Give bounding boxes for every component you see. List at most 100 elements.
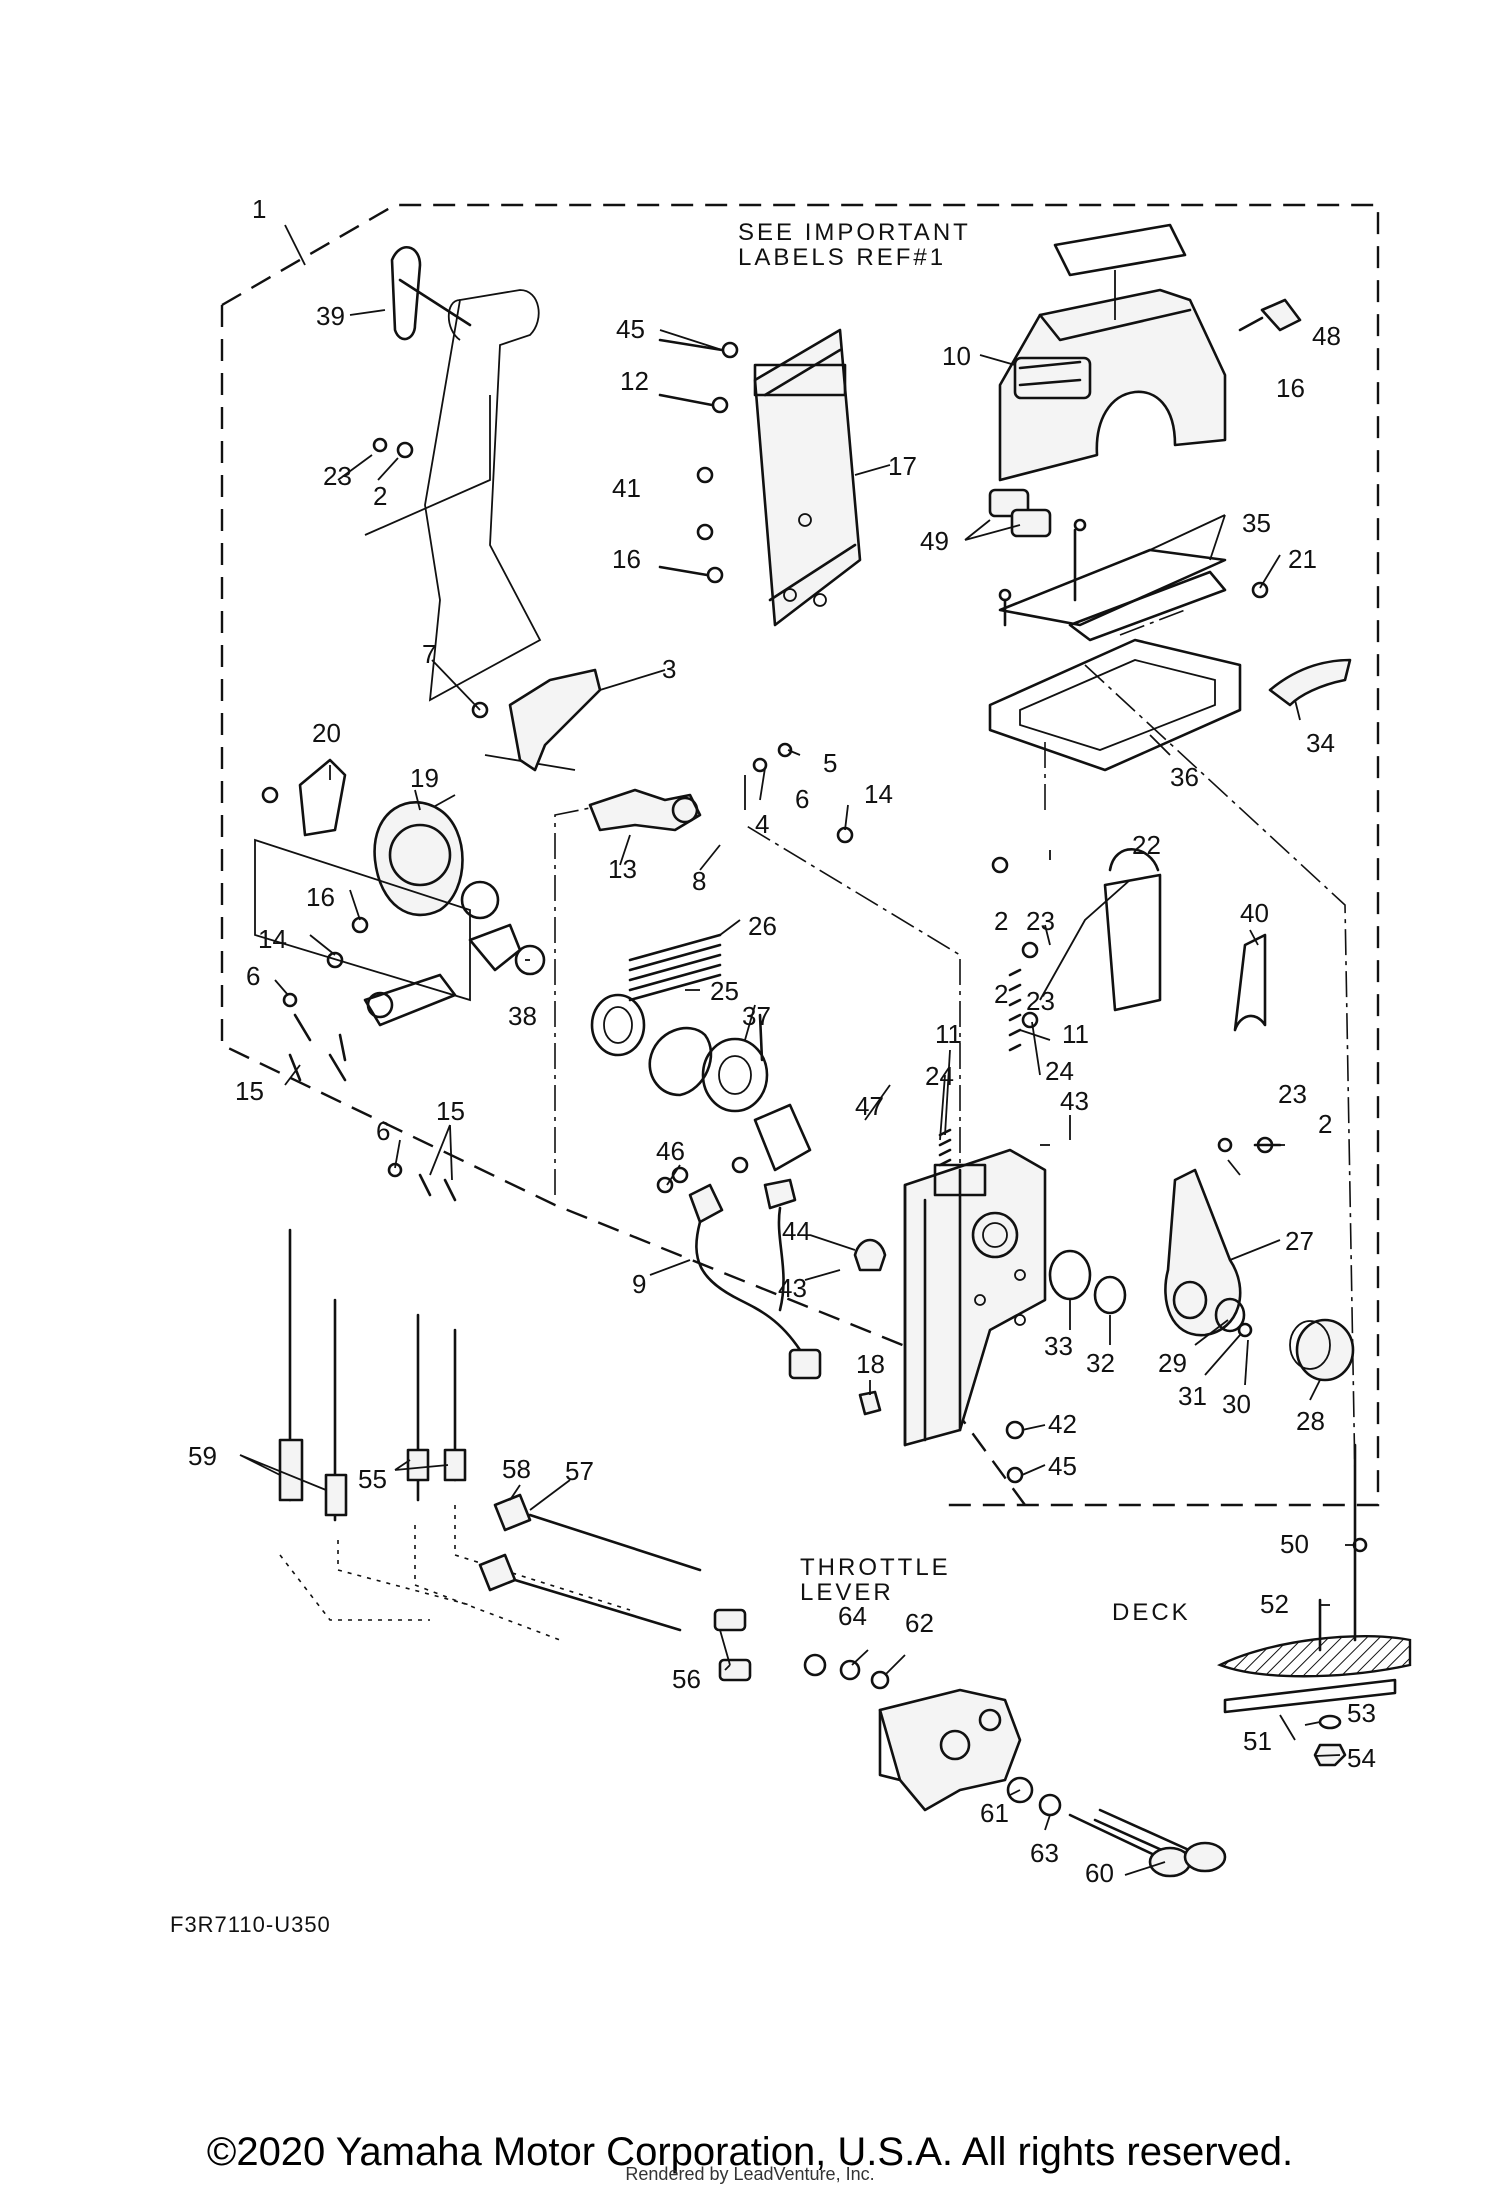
friction-plates: [628, 933, 722, 1002]
callout-21: 21: [1288, 544, 1317, 574]
callout-5: 5: [823, 748, 837, 778]
screws: [261, 338, 1368, 1553]
callout-16-right: 16: [1276, 373, 1305, 403]
callout-32: 32: [1086, 1348, 1115, 1378]
callout-10: 10: [942, 341, 971, 371]
callout-37: 37: [742, 1001, 771, 1031]
callout-34: 34: [1306, 728, 1335, 758]
assembly-boundary: [220, 203, 1380, 1507]
copyright-notice: ©2020 Yamaha Motor Corporation, U.S.A. A…: [206, 2130, 1294, 2174]
label-deck: DECK: [1112, 1599, 1191, 1626]
callout-51: 51: [1243, 1726, 1272, 1756]
lever-handle-outline: [390, 246, 542, 702]
callout-39: 39: [316, 301, 345, 331]
label-see-important: SEE IMPORTANT: [738, 219, 971, 246]
callout-45: 45: [616, 314, 645, 344]
callout-6-mid: 6: [795, 784, 809, 814]
shift-cam: [508, 668, 602, 772]
callout-28: 28: [1296, 1406, 1325, 1436]
callout-49: 49: [920, 526, 949, 556]
callout-45-low: 45: [1048, 1451, 1077, 1481]
callout-16-left: 16: [306, 882, 335, 912]
callout-20: 20: [312, 718, 341, 748]
callout-15-left: 15: [235, 1076, 264, 1106]
callout-11-right: 11: [1062, 1019, 1089, 1049]
callout-2: 2: [373, 481, 387, 511]
label-throttle: THROTTLE: [800, 1554, 951, 1581]
callout-30: 30: [1222, 1389, 1251, 1419]
callout-41: 41: [612, 473, 641, 503]
callout-52: 52: [1260, 1589, 1289, 1619]
throttle-lever-arm: [1103, 848, 1267, 1337]
callout-29: 29: [1158, 1348, 1187, 1378]
callout-9: 9: [632, 1269, 646, 1299]
callout-53: 53: [1347, 1698, 1376, 1728]
callout-60: 60: [1085, 1858, 1114, 1888]
callout-56: 56: [672, 1664, 701, 1694]
cables: [278, 1228, 467, 1522]
callout-50: 50: [1280, 1529, 1309, 1559]
callout-42: 42: [1048, 1409, 1077, 1439]
callout-43-low: 43: [778, 1273, 807, 1303]
callout-59: 59: [188, 1441, 217, 1471]
callout-62: 62: [905, 1608, 934, 1638]
callout-27: 27: [1285, 1226, 1314, 1256]
callout-7: 7: [422, 639, 436, 669]
callout-2-r1: 2: [994, 906, 1008, 936]
callout-47: 47: [855, 1091, 884, 1121]
bracket-plate: [254, 838, 471, 1202]
callout-54: 54: [1347, 1743, 1376, 1773]
callout-43-top: 43: [1060, 1086, 1089, 1116]
label-decal: [1053, 223, 1187, 277]
part-number-callouts: 1 39 23 2 45 12 41 16 17 10 48 16 49 35 …: [188, 194, 1376, 1888]
callout-40: 40: [1240, 898, 1269, 928]
side-plate: [753, 328, 862, 627]
neutral-switch-harness: [688, 1178, 822, 1380]
callout-11-mid: 11: [935, 1019, 962, 1049]
callout-36: 36: [1170, 762, 1199, 792]
callout-12: 12: [620, 366, 649, 396]
callout-63: 63: [1030, 1838, 1059, 1868]
slider-rails: [998, 518, 1227, 642]
callout-3: 3: [662, 654, 676, 684]
callout-24-right: 24: [1045, 1056, 1074, 1086]
throttle-lever-mechanism: [803, 1653, 1227, 1878]
callout-19: 19: [410, 763, 439, 793]
diagram-reference-code: F3R7110-U350: [170, 1912, 331, 1937]
callout-61: 61: [980, 1798, 1009, 1828]
callout-31: 31: [1178, 1381, 1207, 1411]
callout-6-left: 6: [246, 961, 260, 991]
deck-section: [1216, 1443, 1412, 1767]
callout-58: 58: [502, 1454, 531, 1484]
callout-8: 8: [692, 866, 706, 896]
callout-4: 4: [755, 809, 769, 839]
callout-18: 18: [856, 1349, 885, 1379]
callout-14-mid: 14: [864, 779, 893, 809]
callout-48: 48: [1312, 321, 1341, 351]
callout-57: 57: [565, 1456, 594, 1486]
callout-6-low: 6: [376, 1116, 390, 1146]
callout-22: 22: [1132, 830, 1161, 860]
callout-64: 64: [838, 1601, 867, 1631]
callout-16-top: 16: [612, 544, 641, 574]
springs: [938, 968, 1022, 1167]
clip-part: [1268, 658, 1352, 707]
callout-17: 17: [888, 451, 917, 481]
callout-23-r3: 23: [1278, 1079, 1307, 1109]
rendered-by-notice: Rendered by LeadVenture, Inc.: [625, 2164, 875, 2184]
callout-46: 46: [656, 1136, 685, 1166]
callout-1: 1: [252, 194, 266, 224]
callout-44: 44: [782, 1216, 811, 1246]
callout-24-mid: 24: [925, 1061, 954, 1091]
callout-2-r3: 2: [1318, 1109, 1332, 1139]
top-cover: [998, 288, 1227, 482]
callout-15-low: 15: [436, 1096, 465, 1126]
callout-2-r2: 2: [994, 979, 1008, 1009]
callout-leaders: [239, 224, 1355, 1876]
arm: [588, 788, 702, 832]
callout-38: 38: [508, 1001, 537, 1031]
control-box-body: [903, 1148, 1047, 1447]
callout-23: 23: [323, 461, 352, 491]
callout-13: 13: [608, 854, 637, 884]
